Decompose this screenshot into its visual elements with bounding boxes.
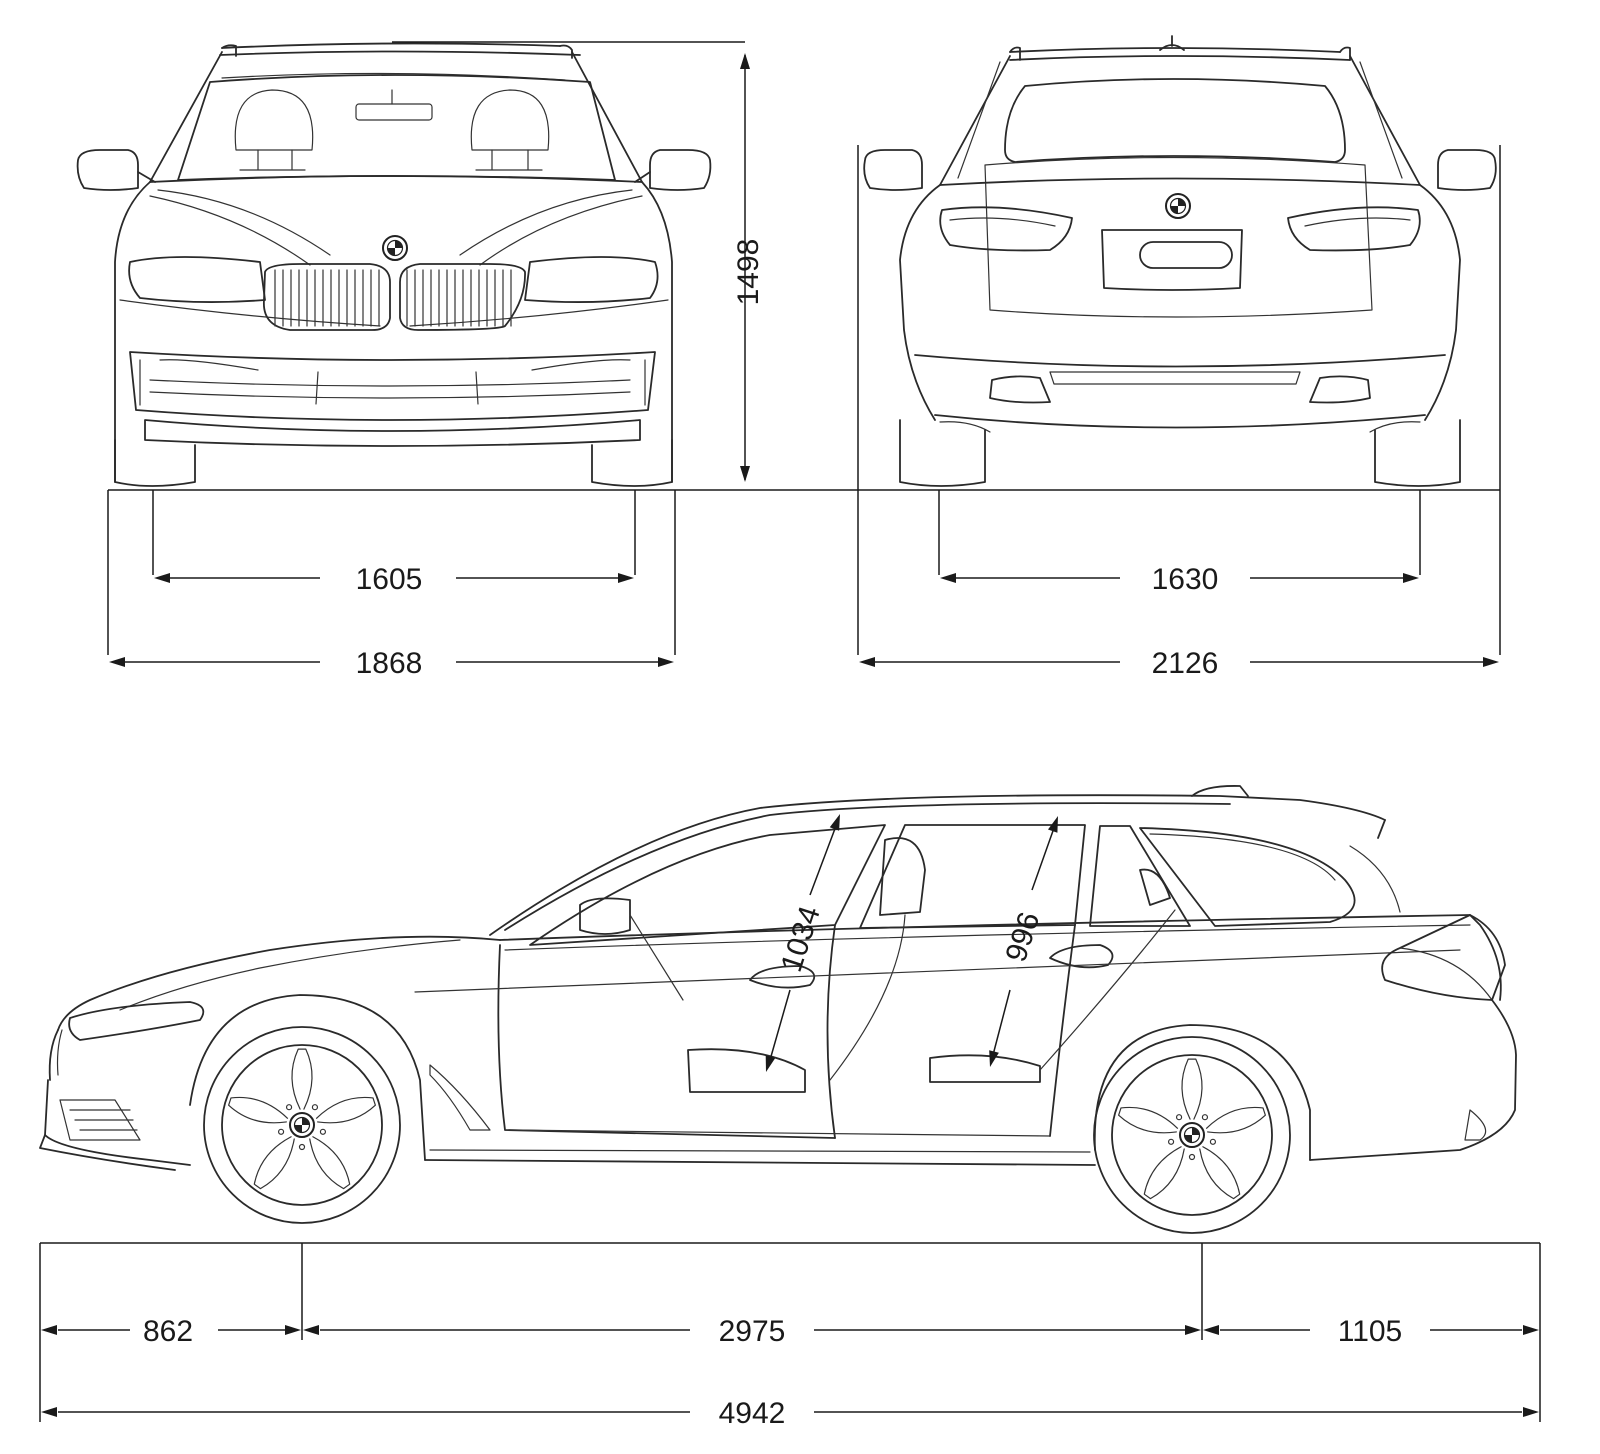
rear-view: [863, 35, 1497, 487]
overall-width-label: 1868: [356, 647, 423, 680]
overall-length-label: 4942: [719, 1397, 786, 1430]
rear-overhang-label: 1105: [1338, 1315, 1403, 1348]
width-with-mirrors-label: 2126: [1152, 647, 1219, 680]
front-view: [76, 42, 712, 487]
wheelbase-label: 2975: [719, 1315, 786, 1348]
side-view: [39, 785, 1517, 1234]
rear-headroom-label: 996: [1000, 908, 1047, 966]
front-overhang-label: 862: [143, 1315, 193, 1348]
rear-track-label: 1630: [1152, 563, 1219, 596]
overall-height-label: 1498: [732, 239, 765, 306]
front-track-label: 1605: [356, 563, 423, 596]
